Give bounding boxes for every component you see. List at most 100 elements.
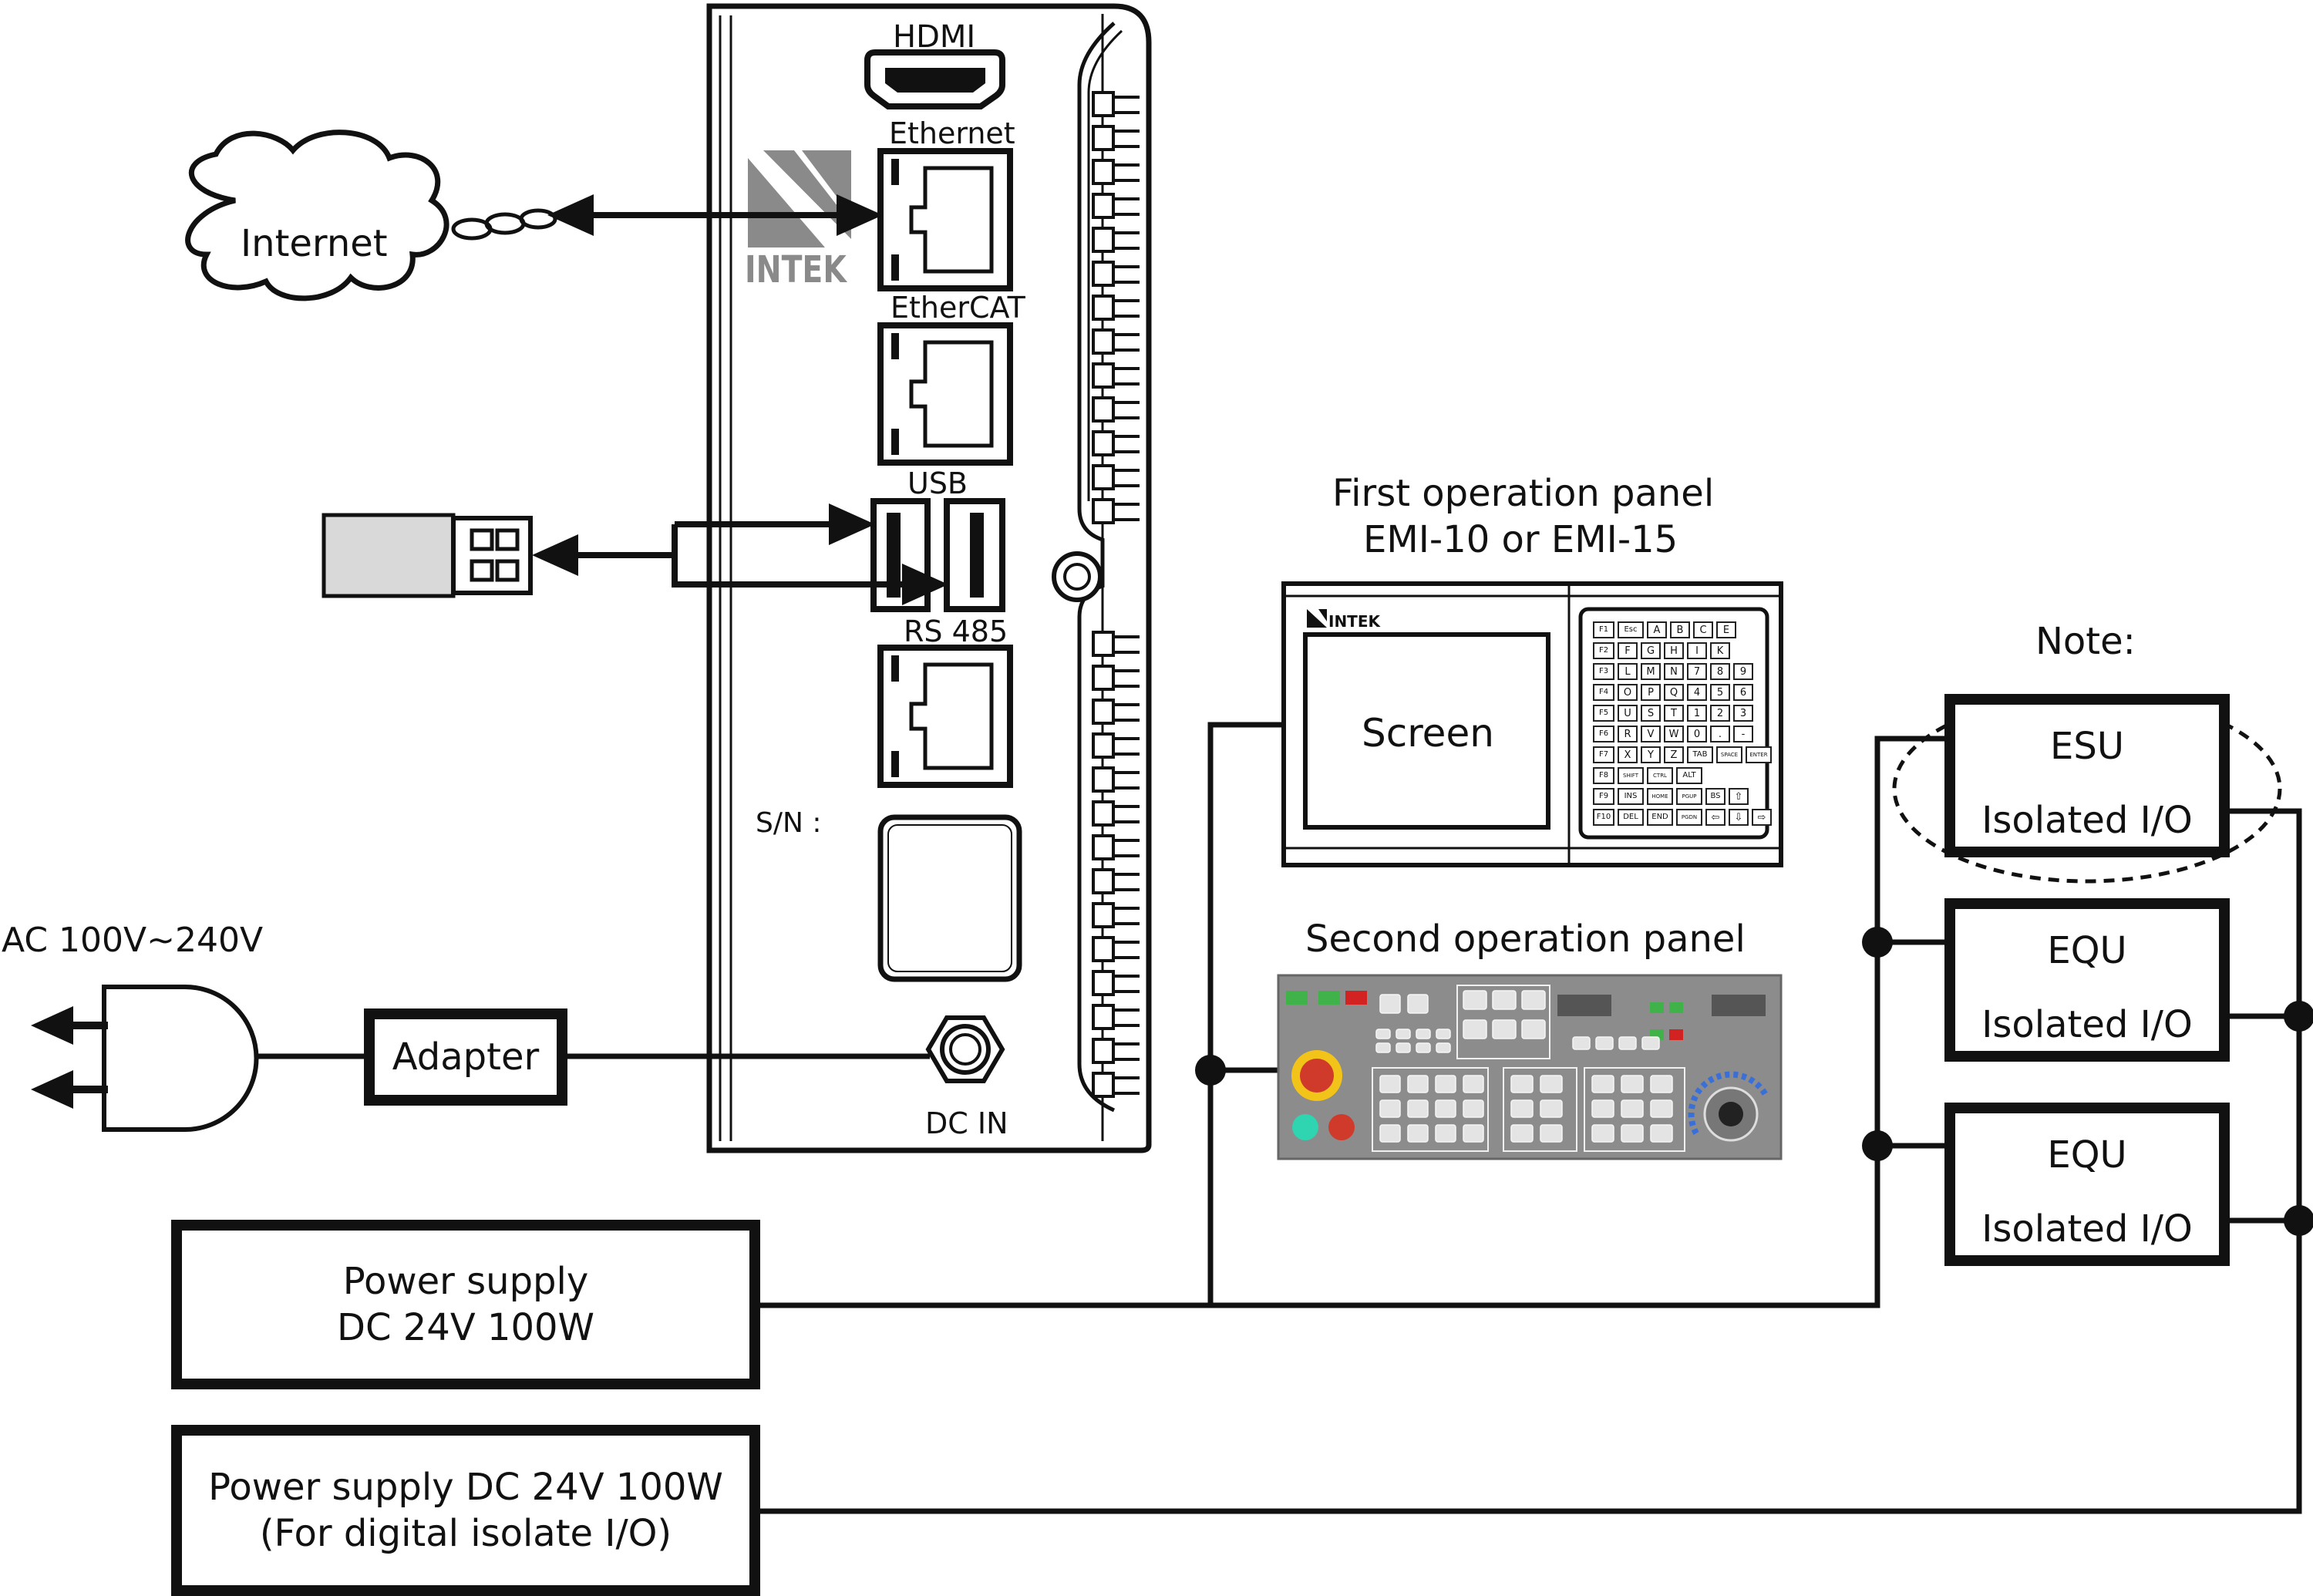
internet-chain (451, 208, 557, 241)
panel-button (1521, 1019, 1546, 1039)
keypad-key[interactable]: Z (1664, 746, 1684, 763)
keypad-key[interactable]: 9 (1733, 663, 1753, 680)
panel-button (1375, 1042, 1391, 1053)
keypad-key[interactable]: I (1687, 642, 1707, 659)
heatsink-fin (1092, 902, 1115, 928)
keypad-key[interactable]: H (1664, 642, 1684, 659)
keypad-key[interactable]: G (1641, 642, 1661, 659)
panel-group-frame (1456, 985, 1550, 1059)
keypad-key[interactable]: F6 (1593, 726, 1614, 742)
keypad-key[interactable]: R (1618, 726, 1638, 742)
power-supply-1-line2: DC 24V 100W (337, 1306, 594, 1349)
keypad-key[interactable]: BS (1705, 788, 1725, 805)
keypad-key[interactable]: ⇦ (1705, 809, 1725, 826)
heatsink-fin (1092, 261, 1115, 287)
io-module-esu: ESU Isolated I/O (1944, 694, 2230, 857)
keypad-key[interactable]: K (1710, 642, 1730, 659)
keypad-key[interactable]: F7 (1593, 746, 1614, 763)
keypad-key[interactable]: Esc (1618, 621, 1644, 638)
keypad-key[interactable]: ALT (1676, 767, 1702, 784)
keypad-key[interactable]: B (1670, 621, 1690, 638)
keypad-key[interactable]: Q (1664, 684, 1684, 701)
keypad-key[interactable]: F1 (1593, 621, 1614, 638)
keypad-key[interactable]: 3 (1733, 705, 1753, 722)
keypad-key[interactable]: DEL (1618, 809, 1644, 826)
panel-button (1379, 994, 1401, 1014)
heatsink-fin (1092, 159, 1115, 185)
keypad-key[interactable]: CTRL (1647, 767, 1673, 784)
heatsink-fin (1092, 1004, 1115, 1030)
keypad-key[interactable]: 0 (1687, 726, 1707, 742)
keypad-key[interactable]: F10 (1593, 809, 1614, 826)
keypad-key[interactable]: INS (1618, 788, 1644, 805)
keypad-key[interactable]: ⇧ (1729, 788, 1749, 805)
keypad-key[interactable]: F2 (1593, 642, 1614, 659)
heatsink-fin (1092, 396, 1115, 423)
heatsink-fin (1092, 193, 1115, 219)
panel-button (1618, 1036, 1637, 1050)
keypad-key[interactable]: F (1618, 642, 1638, 659)
panel-button (1435, 1124, 1456, 1143)
panel-button (1595, 1036, 1614, 1050)
panel-button (1375, 1029, 1391, 1039)
keypad-key[interactable]: X (1618, 746, 1638, 763)
keypad-key[interactable]: 5 (1710, 684, 1730, 701)
power-supply-1-line1: Power supply (342, 1260, 589, 1303)
keypad-key[interactable]: T (1664, 705, 1684, 722)
port-socket (909, 662, 994, 770)
keypad-key[interactable]: 1 (1687, 705, 1707, 722)
ethercat-port (877, 322, 1013, 466)
keypad-key[interactable]: . (1710, 726, 1730, 742)
keypad-key[interactable]: A (1647, 621, 1667, 638)
keypad-key[interactable]: 6 (1733, 684, 1753, 701)
keypad-key[interactable]: 2 (1710, 705, 1730, 722)
port-led (891, 429, 899, 455)
keypad-key[interactable]: TAB (1687, 746, 1713, 763)
panel-button (1641, 1036, 1660, 1050)
keypad-key[interactable]: HOME (1647, 788, 1673, 805)
keypad-key[interactable]: 4 (1687, 684, 1707, 701)
ethernet-port (877, 148, 1013, 291)
panel-button (1591, 1099, 1614, 1118)
heatsink-fin (1092, 936, 1115, 962)
heatsink-fin (1092, 328, 1115, 355)
keypad-key[interactable]: ENTER (1746, 746, 1772, 763)
keypad-key[interactable]: F3 (1593, 663, 1614, 680)
keypad-key[interactable]: END (1647, 809, 1673, 826)
keypad-key[interactable]: 7 (1687, 663, 1707, 680)
keypad-key[interactable]: L (1618, 663, 1638, 680)
keypad-key[interactable]: SPACE (1716, 746, 1742, 763)
internet-cloud (185, 130, 449, 301)
keypad-key[interactable]: F5 (1593, 705, 1614, 722)
keypad-key[interactable]: S (1641, 705, 1661, 722)
io-module-name: EQU (2047, 1133, 2127, 1177)
panel-button (1407, 1099, 1429, 1118)
keypad-key[interactable]: ⇩ (1729, 809, 1749, 826)
heatsink-fin (1092, 766, 1115, 793)
ac-input-label: AC 100V~240V (2, 921, 264, 960)
keypad-key[interactable]: F9 (1593, 788, 1614, 805)
keypad-key[interactable]: O (1618, 684, 1638, 701)
keypad-key[interactable]: - (1733, 726, 1753, 742)
rs485-label: RS 485 (904, 614, 1008, 648)
usb-port-2 (944, 498, 1005, 612)
keypad-key[interactable]: 8 (1710, 663, 1730, 680)
keypad-key[interactable]: V (1641, 726, 1661, 742)
panel-button (1621, 1099, 1644, 1118)
keypad-key[interactable]: PGDN (1676, 809, 1702, 826)
keypad-key[interactable]: N (1664, 663, 1684, 680)
keypad-key[interactable]: P (1641, 684, 1661, 701)
keypad-key[interactable]: ⇨ (1752, 809, 1772, 826)
keypad-key[interactable]: M (1641, 663, 1661, 680)
keypad-key[interactable]: C (1693, 621, 1713, 638)
keypad-key[interactable]: Y (1641, 746, 1661, 763)
keypad-key[interactable]: F8 (1593, 767, 1614, 784)
keypad-key[interactable]: E (1716, 621, 1736, 638)
keypad-key[interactable]: SHIFT (1618, 767, 1644, 784)
keypad-key[interactable]: W (1664, 726, 1684, 742)
keypad-key[interactable]: F4 (1593, 684, 1614, 701)
keypad-key[interactable]: PGUP (1676, 788, 1702, 805)
keypad-key[interactable]: U (1618, 705, 1638, 722)
panel-button (1492, 1019, 1517, 1039)
